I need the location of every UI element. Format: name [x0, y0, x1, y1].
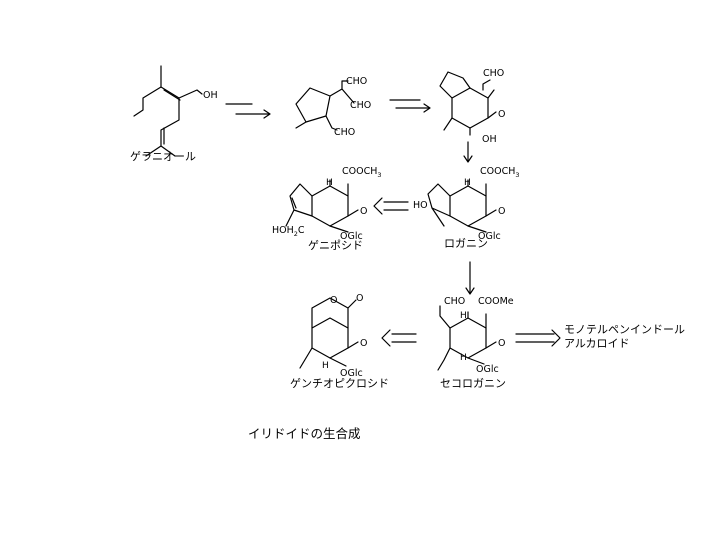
- geniposide-name: ゲニポシド: [308, 239, 363, 252]
- product-line2: アルカロイド: [564, 337, 630, 350]
- gentio-h: H: [322, 361, 329, 371]
- geniposide-h: H: [326, 178, 333, 188]
- secologanin-cho: CHO: [444, 296, 465, 307]
- cyclized-cho: CHO: [483, 68, 504, 79]
- arrow-loganin-to-secologanin: [465, 261, 475, 295]
- gentio-lactone-o: O: [330, 295, 337, 306]
- geraniol-structure: OH: [133, 65, 218, 157]
- secologanin-h2: H: [460, 353, 467, 363]
- arrow-secologanin-to-gentiopicroside: [381, 329, 417, 347]
- gentiopicroside-structure: O O H O OGlc: [299, 293, 367, 379]
- geniposide-ring-o: O: [360, 206, 367, 217]
- iridodial-cho-low: CHO: [334, 127, 355, 138]
- product-line1: モノテルペンインドール: [564, 323, 685, 336]
- iridodial-cho-top: CHO: [346, 76, 367, 87]
- gentio-carbonyl-o: O: [356, 293, 363, 304]
- geniposide-ester: COOCH3: [342, 166, 382, 179]
- gentio-ring-o: O: [360, 338, 367, 349]
- diagram-caption: イリドイドの生合成: [248, 426, 361, 441]
- gentiopicroside-name: ゲンチオピクロシド: [290, 377, 389, 390]
- geniposide-oglc: OGlc: [340, 231, 363, 242]
- geniposide-structure: COOCH3 HOH2C H O OGlc: [272, 166, 382, 242]
- secologanin-h1: H: [460, 311, 467, 321]
- iridodial-cho-mid: CHO: [350, 100, 371, 111]
- loganin-h: H: [464, 178, 471, 188]
- geniposide-hoh2c: HOH2C: [272, 225, 305, 238]
- loganin-oglc: OGlc: [478, 231, 501, 242]
- loganin-structure: COOCH3 HO H O OGlc: [413, 166, 520, 242]
- secologanin-oglc: OGlc: [476, 364, 499, 375]
- loganin-ester: COOCH3: [480, 166, 520, 179]
- iridodial-structure: CHO CHO CHO: [295, 76, 371, 138]
- cyclized-iridoid-structure: CHO O OH: [439, 68, 505, 145]
- loganin-ring-o: O: [498, 206, 505, 217]
- loganin-ho: HO: [413, 200, 428, 211]
- arrow-loganin-to-geniposide: [373, 197, 409, 215]
- gentio-oglc: OGlc: [340, 368, 363, 379]
- secologanin-structure: CHO COOMe H H O OGlc: [437, 296, 514, 375]
- arrow-cyclized-to-loganin: [463, 141, 473, 163]
- cyclized-ring-o: O: [498, 109, 505, 120]
- cyclized-oh: OH: [482, 134, 497, 145]
- arrow-secologanin-to-alkaloids: [515, 329, 561, 347]
- arrow-geraniol-to-iridodial: [225, 103, 271, 119]
- geraniol-name: ゲラニオール: [130, 150, 196, 163]
- secologanin-name: セコロガニン: [440, 377, 506, 390]
- secologanin-ester: COOMe: [478, 296, 514, 307]
- secologanin-ring-o: O: [498, 338, 505, 349]
- arrow-iridodial-to-cyclized: [389, 99, 431, 113]
- geraniol-oh-label: OH: [203, 90, 218, 101]
- loganin-name: ロガニン: [444, 237, 488, 250]
